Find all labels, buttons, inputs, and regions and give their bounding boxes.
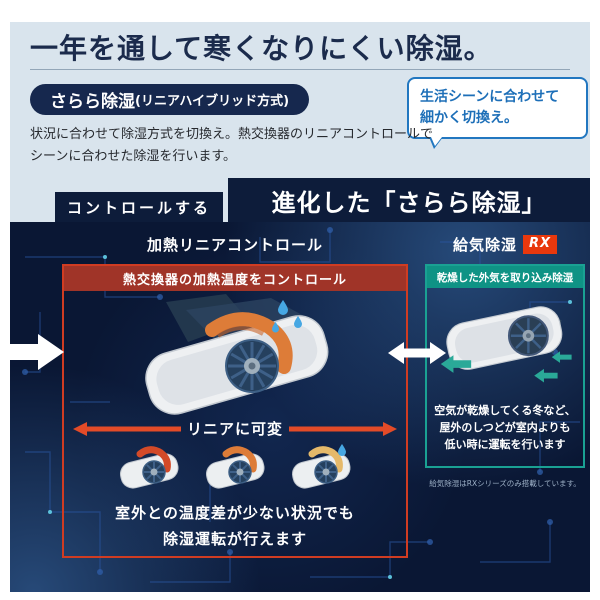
linear-arrow-right-icon [289, 421, 397, 436]
rx-footnote: 給気除湿はRXシリーズのみ搭載しています。 [429, 479, 581, 488]
intake-heading: 給気除湿 RX [425, 234, 585, 255]
callout-bubble: 生活シーンに合わせて 細かく切換え。 [407, 77, 588, 149]
page-title: 一年を通して寒くなりにくい除湿。 [30, 32, 493, 65]
heating-control-heading: 加熱リニアコントロール [146, 236, 323, 254]
intake-caption-line2: 屋外のしつどが室内よりも [439, 421, 571, 435]
section-label: コントロールする [55, 192, 224, 222]
inflow-arrow-icon [10, 334, 64, 370]
feature-panel: 加熱リニアコントロール 熱交換器の加熱温度をコントロール [10, 222, 590, 592]
intake-fan-icon [507, 315, 549, 357]
intake-caption-line3: 低い時に運転を行います [444, 438, 566, 452]
intake-heading-label: 給気除湿 [452, 236, 517, 254]
rx-series-badge: RX [522, 235, 558, 254]
intake-box-header: 乾燥した外気を取り込み除湿 [427, 266, 583, 288]
intake-caption: 空気が乾燥してくる冬など、 屋外のしつどが室内よりも 低い時に運転を行います [427, 402, 583, 453]
bubble-line1: 生活シーンに合わせて [420, 89, 560, 105]
ac-unit-mini-mid-icon [206, 446, 265, 489]
heating-control-box: 熱交換器の加熱温度をコントロール [62, 264, 408, 558]
section-title: 進化した「さらら除湿」 [271, 188, 547, 217]
heating-box-header: 熱交換器の加熱温度をコントロール [64, 266, 406, 291]
heating-level-illustrations [64, 440, 406, 498]
description-line2: シーンに合わせた除湿を行います。 [30, 149, 237, 165]
ac-unit-mini-high-icon [120, 446, 179, 489]
sarara-dehumidify-badge: さらら除湿(リニアハイブリッド方式) [30, 84, 310, 115]
badge-sub-label: (リニアハイブリッド方式) [135, 94, 290, 109]
intake-caption-line1: 空気が乾燥してくる冬など、 [434, 404, 576, 417]
title-divider [30, 69, 570, 70]
badge-main-label: さらら除湿 [50, 92, 135, 112]
heating-caption: 室外との温度差が少ない状況でも 除湿運転が行えます [64, 500, 406, 553]
bubble-tail [429, 137, 443, 149]
ac-unit-illustration [145, 294, 329, 415]
bubble-line2: 細かく切換え。 [420, 110, 518, 126]
linear-arrow-left-icon [72, 421, 181, 436]
exchange-arrow-icon [388, 342, 446, 364]
fan-icon [225, 339, 279, 393]
water-droplets-icon [272, 300, 302, 333]
heating-caption-line2: 除湿運転が行えます [162, 530, 307, 549]
ac-unit-mini-low-icon [292, 444, 351, 489]
heating-caption-line1: 室外との温度差が少ない状況でも [115, 504, 355, 522]
linear-variable-row: リニアに可変 [64, 418, 406, 439]
section-title-band: 進化した「さらら除湿」 [228, 178, 590, 222]
description-text: 状況に合わせて除湿方式を切換え。熱交換器のリニアコントロールで シーンに合わせた… [30, 124, 433, 168]
heat-exchanger-shape [205, 312, 293, 374]
description-line1: 状況に合わせて除湿方式を切換え。熱交換器のリニアコントロールで [30, 127, 434, 142]
intake-dehumidify-box: 乾燥した外気を取り込み除湿 [425, 264, 585, 468]
intake-air-arrows-icon [440, 351, 572, 383]
linear-variable-label: リニアに可変 [186, 420, 283, 438]
intake-ac-illustration [440, 306, 572, 383]
